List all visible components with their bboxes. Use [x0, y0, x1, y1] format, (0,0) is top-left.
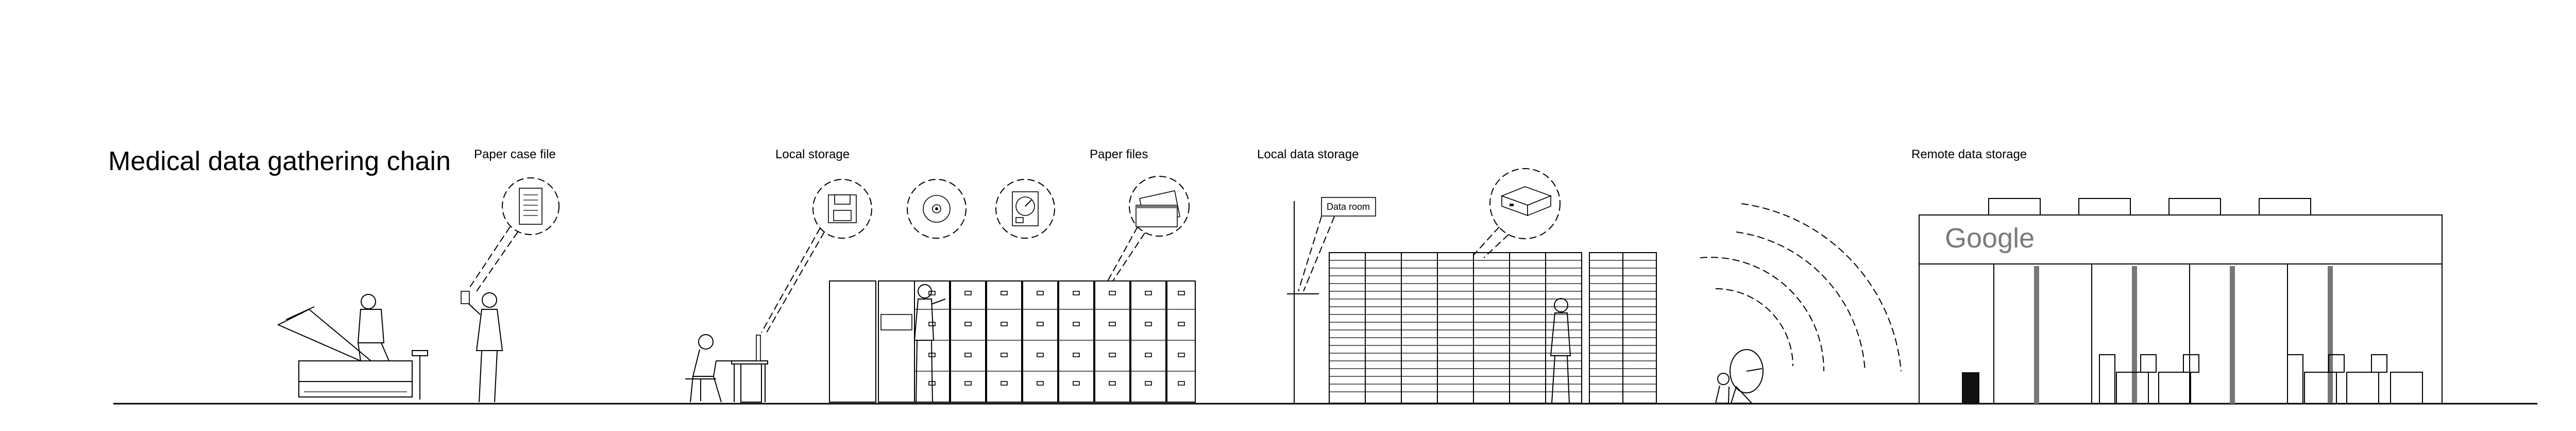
label-local-data-storage: Local data storage — [1257, 147, 1359, 161]
it-technician — [1550, 298, 1571, 404]
cd-icon — [923, 195, 951, 223]
doctor-with-paper — [461, 291, 503, 403]
server-icon — [1500, 186, 1552, 217]
floppy-disk-icon — [828, 194, 857, 223]
bubble-paper-files — [1107, 176, 1190, 281]
server-racks-left — [1329, 252, 1582, 404]
page-title: Medical data gathering chain — [108, 146, 451, 176]
bubble-paper-case-file — [468, 177, 560, 292]
cabinet-row — [914, 280, 1196, 403]
bubble-cd — [907, 179, 967, 239]
bubble-floppy-disk — [761, 179, 872, 336]
wireless-signal-icon — [1700, 203, 1902, 372]
data-room-label: Data room — [1327, 202, 1370, 212]
bubble-server — [1473, 168, 1561, 258]
examination-scene — [277, 294, 428, 400]
bubble-hard-drive — [995, 179, 1055, 239]
label-paper-case-file: Paper case file — [474, 147, 556, 161]
label-local-storage: Local storage — [775, 147, 850, 161]
hard-drive-icon — [1012, 191, 1039, 226]
filing-cabinets — [829, 280, 1196, 403]
company-logo: Google — [1945, 223, 2035, 254]
archive-worker — [913, 284, 946, 403]
office-worker-at-desk — [685, 334, 768, 403]
remote-data-center: Google — [1919, 198, 2443, 404]
data-room-sign: Data room — [1287, 197, 1376, 403]
folder-icon — [1136, 190, 1180, 227]
server-racks-right — [1589, 252, 1657, 404]
label-remote-data-storage: Remote data storage — [1911, 147, 2027, 161]
document-icon — [519, 188, 543, 225]
label-paper-files: Paper files — [1090, 147, 1148, 161]
satellite-dish — [1715, 349, 1764, 404]
